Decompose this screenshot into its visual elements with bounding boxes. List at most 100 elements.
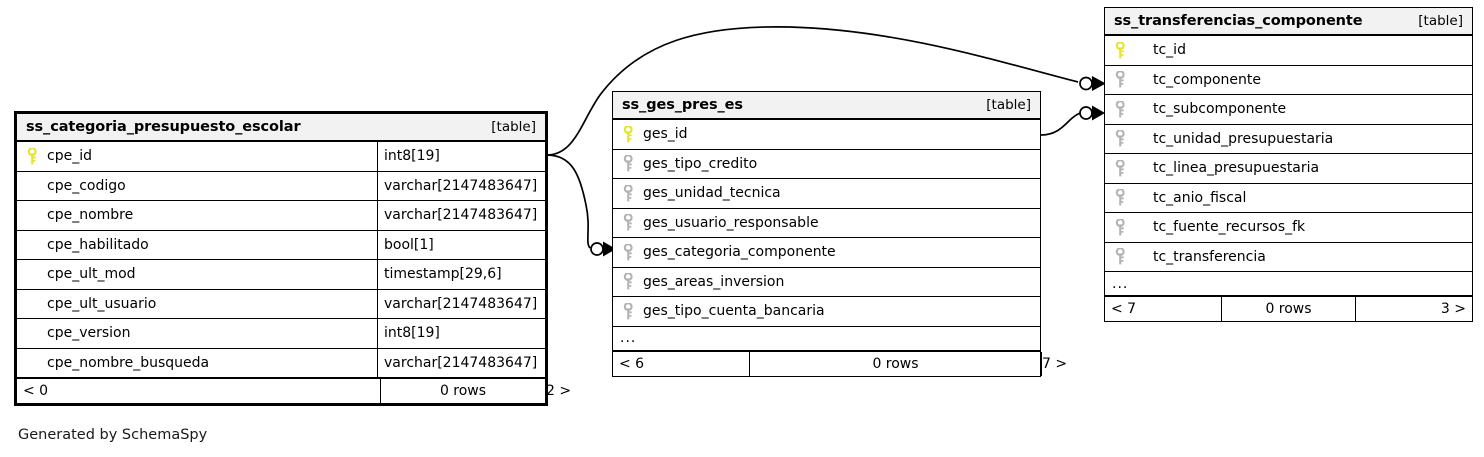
- column-row[interactable]: cpe_ult_mod timestamp[29,6]: [17, 260, 545, 290]
- column-row[interactable]: ges_areas_inversion: [613, 268, 1040, 297]
- table-ss_transferencias_componente[interactable]: ss_transferencias_componente[table] tc_id…: [1104, 7, 1473, 322]
- row-count-label: 0 rows: [1221, 297, 1356, 321]
- column-row[interactable]: tc_componente: [1105, 66, 1472, 95]
- column-row[interactable]: tc_anio_fiscal: [1105, 184, 1472, 213]
- foreign-key-icon: [1113, 130, 1127, 148]
- column-type-cell: bool[1]: [377, 230, 545, 259]
- table-header-ss_ges_pres_es: ss_ges_pres_es[table]: [613, 92, 1040, 120]
- column-name-cell: cpe_id: [17, 142, 377, 171]
- column-row[interactable]: tc_id: [1105, 36, 1472, 66]
- column-label: cpe_codigo: [47, 177, 126, 194]
- column-name-cell: ges_categoria_componente: [613, 238, 1040, 267]
- column-name-cell: cpe_version: [17, 319, 377, 348]
- column-type-cell: timestamp[29,6]: [377, 260, 545, 289]
- table-ss_categoria_presupuesto_escolar[interactable]: ss_categoria_presupuesto_escolar [table] c…: [14, 111, 571, 406]
- row-count-label: 0 rows: [749, 351, 1042, 376]
- column-label: cpe_id: [47, 148, 92, 165]
- no-key-spacer: [25, 236, 39, 254]
- column-name-cell: tc_transferencia: [1105, 243, 1472, 272]
- column-name-cell: tc_componente: [1105, 66, 1472, 95]
- prev-relations-count[interactable]: < 6: [619, 355, 645, 372]
- column-row[interactable]: tc_transferencia: [1105, 243, 1472, 272]
- column-label: tc_fuente_recursos_fk: [1153, 219, 1306, 236]
- foreign-key-icon: [1113, 189, 1127, 207]
- column-label: tc_unidad_presupuestaria: [1153, 130, 1334, 147]
- relationship-ges_id-to-tc_subcomponente: [1040, 105, 1105, 136]
- column-label: tc_subcomponente: [1153, 101, 1287, 118]
- column-name-cell: ges_usuario_responsable: [613, 209, 1040, 238]
- foreign-key-icon: [621, 155, 635, 173]
- column-row[interactable]: ges_unidad_tecnica: [613, 179, 1040, 209]
- foreign-key-icon: [621, 243, 635, 261]
- foreign-key-icon: [1113, 159, 1127, 177]
- column-row[interactable]: ges_id: [613, 120, 1040, 150]
- column-row[interactable]: tc_subcomponente: [1105, 95, 1472, 125]
- table-header-ss_transferencias_componente: ss_transferencias_componente[table]: [1105, 8, 1472, 36]
- column-name-cell: cpe_codigo: [17, 172, 377, 201]
- column-label: cpe_ult_mod: [47, 266, 136, 283]
- table-footer: < 7 0 rows 3 >: [1105, 296, 1472, 321]
- column-label: cpe_nombre: [47, 207, 134, 224]
- column-row[interactable]: ges_tipo_credito: [613, 150, 1040, 179]
- column-type-cell: varchar[2147483647]: [377, 348, 545, 377]
- no-key-spacer: [25, 324, 39, 342]
- column-row[interactable]: tc_fuente_recursos_fk: [1105, 213, 1472, 243]
- column-label: cpe_version: [47, 325, 131, 342]
- row-count-label: 0 rows: [380, 379, 546, 403]
- column-type-cell: varchar[2147483647]: [377, 289, 545, 318]
- column-name-cell: tc_id: [1105, 36, 1472, 65]
- column-label: ges_unidad_tecnica: [643, 185, 781, 202]
- foreign-key-icon: [1113, 218, 1127, 236]
- column-name-cell: ges_unidad_tecnica: [613, 179, 1040, 208]
- foreign-key-icon: [1113, 71, 1127, 89]
- table-kind-label: [table]: [491, 119, 536, 135]
- table-header-ss_categoria_presupuesto_escolar: ss_categoria_presupuesto_escolar [table]: [17, 114, 545, 142]
- column-name-cell: cpe_nombre: [17, 201, 377, 230]
- column-row[interactable]: ges_tipo_cuenta_bancaria: [613, 297, 1040, 327]
- primary-key-icon: [621, 125, 635, 143]
- column-row[interactable]: ges_usuario_responsable: [613, 209, 1040, 238]
- foreign-key-icon: [621, 214, 635, 232]
- column-name-cell: tc_subcomponente: [1105, 95, 1472, 124]
- next-relations-count[interactable]: 3 >: [1440, 301, 1466, 317]
- foreign-key-icon: [621, 273, 635, 291]
- column-name-cell: ges_areas_inversion: [613, 268, 1040, 297]
- table-title: ss_categoria_presupuesto_escolar: [26, 119, 301, 135]
- column-type-cell: varchar[2147483647]: [377, 171, 545, 200]
- column-label: tc_anio_fiscal: [1153, 189, 1247, 206]
- column-label: ges_categoria_componente: [643, 244, 836, 261]
- column-row[interactable]: ges_categoria_componente: [613, 238, 1040, 268]
- no-key-spacer: [25, 177, 39, 195]
- next-relations-count[interactable]: 7 >: [1042, 355, 1068, 372]
- column-label: tc_componente: [1153, 71, 1262, 88]
- column-name-cell: ges_tipo_cuenta_bancaria: [613, 297, 1040, 326]
- foreign-key-icon: [621, 302, 635, 320]
- column-label: cpe_nombre_busqueda: [47, 354, 210, 371]
- column-name-cell: ges_tipo_credito: [613, 150, 1040, 179]
- no-key-spacer: [25, 265, 39, 283]
- relationship-cpe_id-to-ges_categoria_componente: [546, 154, 616, 257]
- table-title: ss_ges_pres_es: [622, 97, 743, 113]
- column-name-cell: tc_anio_fiscal: [1105, 184, 1472, 213]
- column-row[interactable]: tc_unidad_presupuestaria: [1105, 125, 1472, 154]
- column-label: tc_id: [1153, 42, 1186, 59]
- column-label: ges_usuario_responsable: [643, 214, 819, 231]
- prev-relations-count[interactable]: < 7: [1111, 301, 1137, 317]
- cardinality-many-marker: [1091, 76, 1105, 91]
- table-title: ss_transferencias_componente: [1114, 13, 1363, 29]
- no-key-spacer: [25, 295, 39, 313]
- prev-relations-count[interactable]: < 0: [23, 383, 49, 399]
- column-row[interactable]: tc_linea_presupuestaria: [1105, 154, 1472, 184]
- column-row[interactable]: cpe_codigo varchar[2147483647]: [17, 171, 545, 201]
- next-relations-count[interactable]: 2 >: [546, 383, 572, 399]
- column-row[interactable]: cpe_nombre_busqueda varchar[2147483647]: [17, 348, 545, 378]
- column-label: ges_tipo_cuenta_bancaria: [643, 303, 825, 320]
